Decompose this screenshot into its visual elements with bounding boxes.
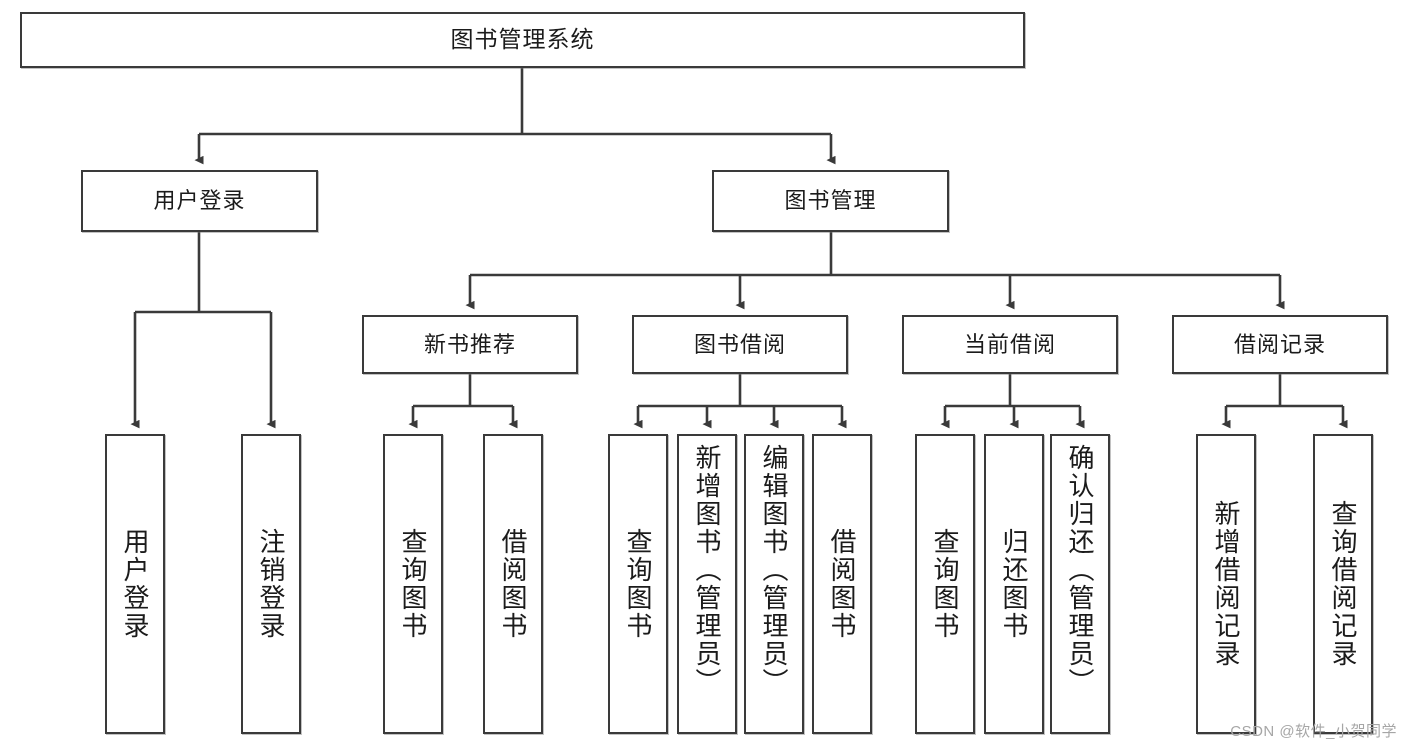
watermark-csdn: CSDN @软件_小贺同学 xyxy=(1230,723,1397,740)
node-label: 归还图书 xyxy=(999,528,1029,640)
leaf-edit-book-admin[interactable]: 编辑图书（管理员） xyxy=(744,434,804,734)
node-label: 借阅图书 xyxy=(827,528,857,640)
node-label: 新增借阅记录 xyxy=(1211,500,1241,668)
leaf-logout[interactable]: 注销登录 xyxy=(241,434,301,734)
node-label: 查询图书 xyxy=(930,528,960,640)
node-label: 借阅图书 xyxy=(498,528,528,640)
leaf-borrow-book-new[interactable]: 借阅图书 xyxy=(483,434,543,734)
leaf-query-book-borrow[interactable]: 查询图书 xyxy=(608,434,668,734)
leaf-borrow-book[interactable]: 借阅图书 xyxy=(812,434,872,734)
node-label: 编辑图书（管理员） xyxy=(759,444,789,696)
node-label: 新增图书（管理员） xyxy=(692,444,722,696)
leaf-confirm-return-admin[interactable]: 确认归还（管理员） xyxy=(1050,434,1110,734)
node-label: 当前借阅 xyxy=(963,331,1056,357)
node-current-borrow[interactable]: 当前借阅 xyxy=(902,315,1118,374)
node-label: 查询借阅记录 xyxy=(1328,500,1358,668)
node-label: 查询图书 xyxy=(398,528,428,640)
node-label: 图书管理 xyxy=(784,188,877,214)
node-label: 用户登录 xyxy=(153,188,246,214)
node-label: 用户登录 xyxy=(120,528,150,640)
node-label: 确认归还（管理员） xyxy=(1065,444,1095,696)
leaf-user-login[interactable]: 用户登录 xyxy=(105,434,165,734)
node-label: 注销登录 xyxy=(256,528,286,640)
node-book-management[interactable]: 图书管理 xyxy=(712,170,949,232)
leaf-query-book-new[interactable]: 查询图书 xyxy=(383,434,443,734)
node-label: 图书借阅 xyxy=(693,331,786,357)
node-borrow-record[interactable]: 借阅记录 xyxy=(1172,315,1388,374)
leaf-query-book-current[interactable]: 查询图书 xyxy=(915,434,975,734)
node-book-borrow[interactable]: 图书借阅 xyxy=(632,315,848,374)
leaf-query-borrow-record[interactable]: 查询借阅记录 xyxy=(1313,434,1373,734)
node-new-book-recommend[interactable]: 新书推荐 xyxy=(362,315,578,374)
leaf-add-borrow-record[interactable]: 新增借阅记录 xyxy=(1196,434,1256,734)
node-label: 借阅记录 xyxy=(1233,331,1326,357)
leaf-return-book[interactable]: 归还图书 xyxy=(984,434,1044,734)
node-user-login[interactable]: 用户登录 xyxy=(81,170,318,232)
node-label: 新书推荐 xyxy=(423,331,516,357)
node-root-system[interactable]: 图书管理系统 xyxy=(20,12,1025,68)
leaf-add-book-admin[interactable]: 新增图书（管理员） xyxy=(677,434,737,734)
node-label: 图书管理系统 xyxy=(450,26,595,53)
node-label: 查询图书 xyxy=(623,528,653,640)
